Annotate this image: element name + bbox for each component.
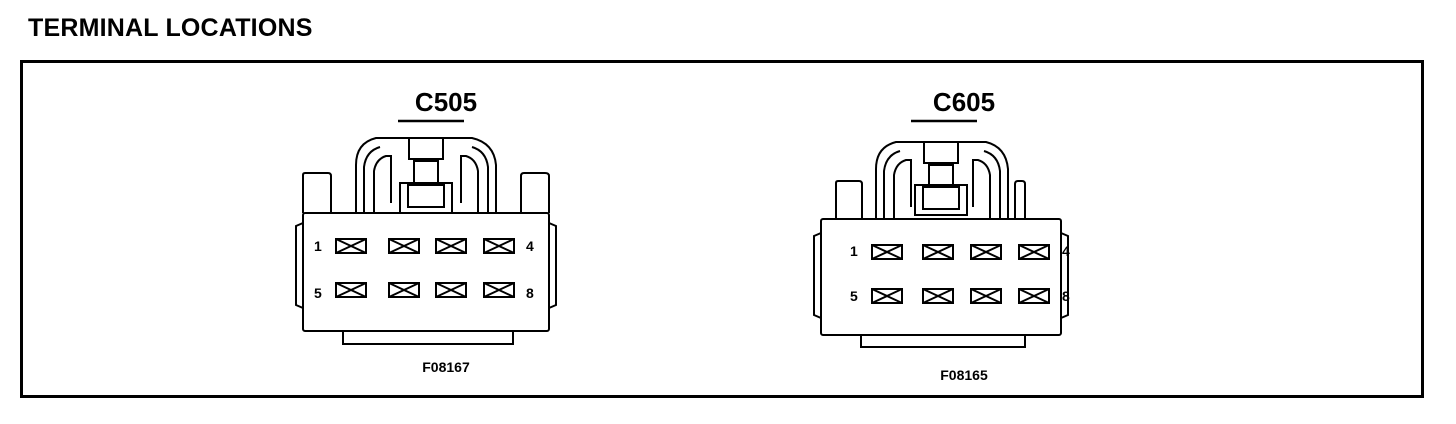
connector-c605-drawing (813, 119, 1069, 348)
pin-label-1: 1 (314, 238, 322, 254)
cavity-row-top (871, 244, 1050, 260)
cavity-row-top (335, 238, 515, 254)
connector-id: C605 (932, 87, 996, 117)
pin-label-8: 8 (1062, 288, 1070, 304)
connector-c605: C605 (784, 63, 1144, 395)
pin-label-5: 5 (314, 285, 322, 301)
figure-code: F08167 (422, 359, 470, 375)
figure-code: F08165 (940, 367, 988, 383)
page-title: TERMINAL LOCATIONS (28, 14, 313, 42)
diagram-frame: C505 (20, 60, 1424, 398)
connector-id: C505 (414, 87, 478, 117)
pin-label-8: 8 (526, 285, 534, 301)
connector-c505-drawing (295, 119, 557, 345)
cavity-row-bottom (335, 282, 515, 298)
cavity-row-bottom (871, 288, 1050, 304)
pin-label-5: 5 (850, 288, 858, 304)
pin-label-4: 4 (1062, 243, 1070, 259)
connector-c505: C505 (266, 63, 626, 395)
pin-label-1: 1 (850, 243, 858, 259)
pin-label-4: 4 (526, 238, 534, 254)
